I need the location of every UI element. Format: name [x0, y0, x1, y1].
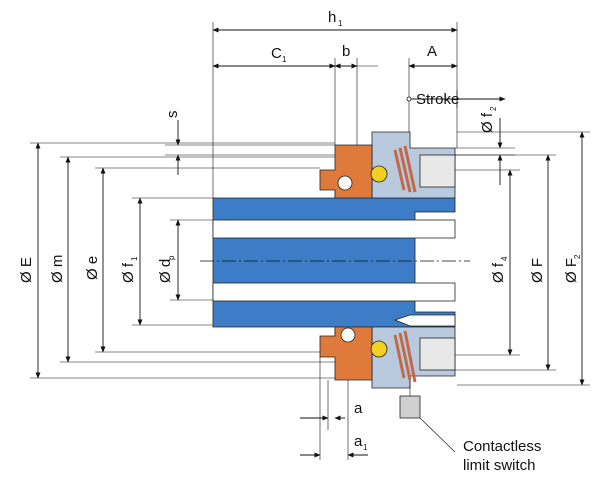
label-dp-group: Ø d p	[157, 255, 176, 283]
label-F2: Ø F	[563, 258, 580, 283]
label-f4: Ø f	[490, 262, 507, 283]
label-switch-line2: limit switch	[463, 457, 536, 474]
label-c1-sub: 1	[282, 55, 287, 64]
label-E: Ø E	[18, 257, 35, 283]
label-f1-sub: 1	[130, 256, 139, 261]
label-s: s	[164, 111, 181, 119]
label-dp-sub: p	[167, 255, 176, 260]
bearing-top	[319, 144, 373, 199]
label-c1: C	[271, 45, 282, 62]
label-f1-group: Ø f 1	[120, 256, 139, 283]
label-stroke: Stroke	[416, 91, 459, 108]
yellow-ball-bottom	[370, 340, 388, 358]
labels: h 1 C 1 b A Stroke s Ø f 2 Ø E Ø m Ø e Ø…	[18, 9, 582, 474]
label-F2-group: Ø F 2	[563, 254, 582, 283]
label-F: Ø F	[529, 258, 546, 283]
label-f1: Ø f	[120, 262, 137, 283]
label-F2-sub: 2	[573, 254, 582, 259]
label-f2-sub: 2	[489, 106, 498, 111]
bore-band-top	[212, 219, 456, 239]
limit-switch-body	[399, 395, 421, 419]
label-dp: Ø d	[157, 259, 174, 283]
label-A: A	[427, 43, 437, 60]
label-e: Ø e	[84, 256, 101, 280]
spring-bottom	[393, 330, 417, 383]
label-h1-sub: 1	[338, 19, 343, 28]
label-f2: Ø f	[479, 112, 496, 133]
label-a: a	[354, 400, 363, 417]
bearing-top-ball	[337, 175, 353, 191]
label-f4-sub: 4	[500, 256, 509, 261]
label-h1: h	[328, 9, 336, 26]
label-m: Ø m	[49, 255, 66, 283]
set-screw-right	[393, 314, 456, 327]
label-f4-group: Ø f 4	[490, 256, 509, 283]
spring-top	[393, 145, 417, 193]
label-f2-group: Ø f 2	[479, 106, 498, 133]
yellow-ball-top	[370, 165, 388, 183]
label-switch-line1: Contactless	[463, 438, 541, 455]
label-a1-sub: 1	[363, 443, 368, 452]
label-b: b	[342, 43, 350, 60]
dimension-lines	[30, 22, 590, 460]
assembly-drawing	[200, 131, 470, 419]
label-a1: a	[354, 433, 363, 450]
screw-bottom	[419, 337, 456, 371]
bearing-bottom-ball	[340, 327, 356, 343]
screw-top	[419, 154, 456, 188]
bore-band-bottom	[212, 282, 456, 302]
